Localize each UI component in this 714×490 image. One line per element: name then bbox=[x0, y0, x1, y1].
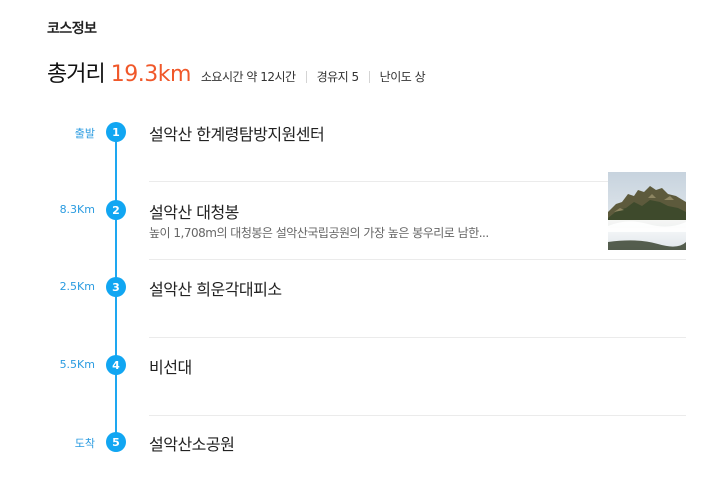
total-distance-label: 총거리 bbox=[47, 62, 106, 87]
stop-name[interactable]: 설악산소공원 bbox=[149, 435, 235, 454]
stop-name[interactable]: 설악산 희운각대피소 bbox=[149, 280, 282, 299]
stop-divider bbox=[149, 415, 686, 416]
stop-name[interactable]: 비선대 bbox=[149, 358, 192, 377]
section-title: 코스정보 bbox=[47, 21, 97, 37]
stop-name[interactable]: 설악산 대청봉 bbox=[149, 203, 239, 222]
total-distance-value: 19.3km bbox=[110, 62, 192, 87]
waypoints-text: 경유지 5 bbox=[316, 70, 360, 84]
stop-divider bbox=[149, 337, 686, 338]
difficulty-text: 난이도 상 bbox=[379, 70, 426, 84]
stop-number-marker: 5 bbox=[106, 432, 126, 452]
stop-number-marker: 2 bbox=[106, 200, 126, 220]
stop-divider bbox=[149, 259, 686, 260]
stop-distance: 도착 bbox=[74, 437, 95, 450]
meta-divider bbox=[305, 70, 307, 83]
meta-divider bbox=[368, 70, 370, 83]
duration-text: 소요시간 약 12시간 bbox=[200, 70, 296, 84]
stop-distance: 5.5Km bbox=[59, 358, 95, 371]
stop-name[interactable]: 설악산 한계령탐방지원센터 bbox=[149, 125, 325, 144]
stop-distance: 출발 bbox=[74, 127, 95, 140]
stop-distance: 2.5Km bbox=[59, 280, 95, 293]
stop-distance: 8.3Km bbox=[59, 203, 95, 216]
stop-divider bbox=[149, 181, 686, 182]
stop-description: 높이 1,708m의 대청봉은 설악산국립공원의 가장 높은 봉우리로 남한..… bbox=[149, 226, 489, 240]
mountain-thumbnail-image[interactable] bbox=[608, 172, 686, 250]
stop-number-marker: 3 bbox=[106, 277, 126, 297]
stop-number-marker: 1 bbox=[106, 122, 126, 142]
course-summary: 총거리 19.3km 소요시간 약 12시간 경유지 5 난이도 상 bbox=[47, 56, 426, 88]
stop-number-marker: 4 bbox=[106, 355, 126, 375]
course-meta: 소요시간 약 12시간 경유지 5 난이도 상 bbox=[200, 68, 426, 85]
